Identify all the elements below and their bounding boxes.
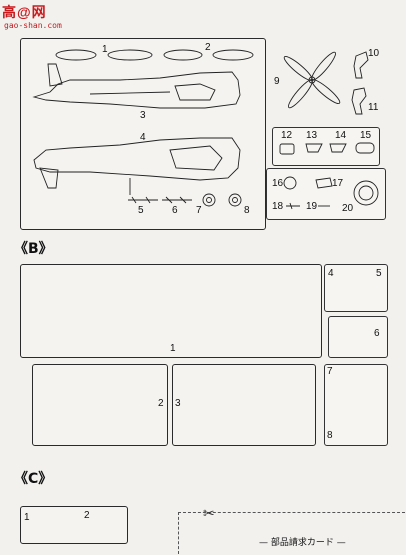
part-8-shape bbox=[228, 193, 242, 207]
part-11-shape bbox=[351, 87, 367, 115]
b-part-number-7: 7 bbox=[327, 366, 333, 377]
part-6-box bbox=[328, 316, 388, 358]
part-number-16: 16 bbox=[272, 178, 284, 189]
part-2b-shape bbox=[212, 49, 254, 61]
sprue-b-frame bbox=[20, 264, 322, 358]
part-12-shape bbox=[279, 143, 295, 155]
part-10-shape bbox=[353, 51, 369, 79]
part-number-14: 14 bbox=[335, 130, 347, 141]
cockpit-detail-4 bbox=[169, 145, 223, 171]
part-1a-shape bbox=[55, 49, 97, 61]
part-17-shape bbox=[315, 177, 333, 189]
part-16-shape bbox=[283, 176, 297, 190]
scissors-icon: ✂ bbox=[203, 505, 215, 521]
part-5-shape bbox=[128, 196, 158, 204]
part-13-shape bbox=[305, 143, 323, 153]
part-number-8: 8 bbox=[244, 205, 250, 216]
sprue-b-left-frame bbox=[32, 364, 168, 446]
fuselage-half-4 bbox=[33, 137, 241, 181]
c-part-number-1: 1 bbox=[24, 512, 30, 523]
watermark-logo: 高@网 gao-shan.com bbox=[2, 2, 72, 32]
part-7-shape bbox=[202, 193, 216, 207]
part-number-13: 13 bbox=[306, 130, 318, 141]
part-number-17: 17 bbox=[332, 178, 344, 189]
watermark-logo-text: 高@网 bbox=[2, 4, 47, 20]
part-number-6: 6 bbox=[172, 205, 178, 216]
parts-request-card[interactable]: ✂ — 部品請求カード — bbox=[178, 505, 405, 554]
tail-fin-4 bbox=[39, 167, 59, 189]
part-6-shape bbox=[162, 196, 192, 204]
part-20-shape bbox=[353, 180, 379, 206]
b-part-number-8: 8 bbox=[327, 430, 333, 441]
propeller-9 bbox=[283, 51, 341, 109]
part-number-15: 15 bbox=[360, 130, 372, 141]
parts-4-5-box bbox=[324, 264, 388, 312]
part-18-shape bbox=[286, 202, 300, 210]
b-part-number-6: 6 bbox=[374, 328, 380, 339]
part-number-12: 12 bbox=[281, 130, 293, 141]
section-b-title: 《B》 bbox=[14, 241, 53, 257]
part-number-19: 19 bbox=[306, 201, 318, 212]
part-number-9: 9 bbox=[274, 76, 280, 87]
part-number-18: 18 bbox=[272, 201, 284, 212]
part-number-7: 7 bbox=[196, 205, 202, 216]
part-number-5: 5 bbox=[138, 205, 144, 216]
sprue-c-frame bbox=[20, 506, 128, 544]
parts-16-20-box bbox=[266, 168, 386, 220]
part-number-1: 1 bbox=[102, 44, 108, 55]
sprue-a-frame bbox=[20, 38, 266, 230]
part-number-10: 10 bbox=[368, 48, 380, 59]
part-number-2: 2 bbox=[205, 42, 211, 53]
part-number-3: 3 bbox=[140, 110, 146, 121]
b-part-number-5: 5 bbox=[376, 268, 382, 279]
part-number-4: 4 bbox=[140, 132, 146, 143]
part-number-11: 11 bbox=[368, 102, 379, 113]
part-number-20: 20 bbox=[342, 203, 354, 214]
parts-7-8-box bbox=[324, 364, 388, 446]
tail-fin-3 bbox=[47, 63, 63, 87]
fuselage-half-3 bbox=[32, 71, 241, 109]
b-part-number-2: 2 bbox=[158, 398, 164, 409]
b-part-number-4: 4 bbox=[328, 268, 334, 279]
panel-line-3 bbox=[89, 91, 171, 95]
b-part-number-3: 3 bbox=[175, 398, 181, 409]
b-part-number-1: 1 bbox=[170, 343, 176, 354]
sprue-b-right-frame bbox=[172, 364, 316, 446]
part-15-shape bbox=[355, 142, 375, 154]
part-2a-shape bbox=[163, 49, 203, 61]
c-part-number-2: 2 bbox=[84, 510, 90, 521]
part-1b-shape bbox=[107, 49, 153, 61]
part-14-shape bbox=[329, 143, 347, 153]
watermark-url: gao-shan.com bbox=[4, 21, 62, 30]
section-c-title: 《C》 bbox=[14, 471, 53, 487]
cockpit-detail-3 bbox=[174, 83, 216, 101]
parts-request-card-title: — 部品請求カード — bbox=[259, 538, 346, 548]
parts-12-15-box bbox=[272, 127, 380, 166]
